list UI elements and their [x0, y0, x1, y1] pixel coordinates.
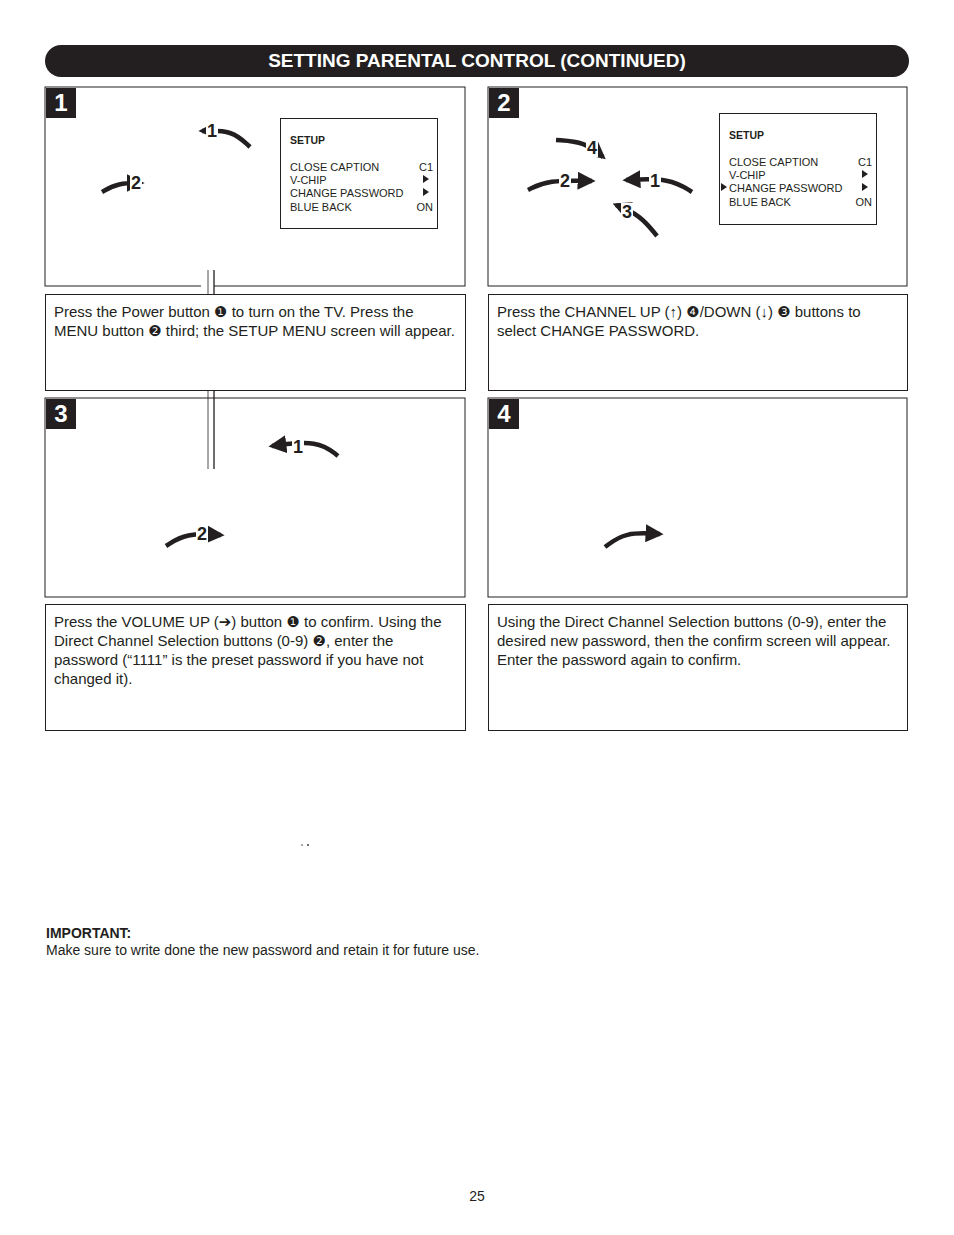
step-number-text: 1: [54, 89, 67, 117]
menu-item: BLUE BACK: [290, 201, 352, 214]
instruction-text: Press the VOLUME UP (➔) button ❶ to conf…: [54, 612, 457, 688]
menu-title: SETUP: [729, 129, 764, 142]
callout-arrow: [166, 534, 221, 546]
remote-control: [301, 844, 308, 846]
instruction-text: Press the CHANNEL UP (↑) ❹/DOWN (↓) ❸ bu…: [497, 302, 899, 340]
step-number: 3: [46, 399, 76, 429]
step-number: 1: [46, 88, 76, 118]
setup-menu-screen: SETUP CLOSE CAPTION C1V-CHIPCHANGE PASSWOR…: [280, 118, 438, 229]
panel-frame: [45, 398, 465, 597]
instruction-box: Using the Direct Channel Selection butto…: [488, 604, 908, 731]
callout-arrow: [605, 533, 660, 547]
menu-item: CLOSE CAPTION: [729, 156, 818, 169]
panel-frame: [488, 398, 907, 597]
callout-number: 2: [130, 174, 142, 192]
callout-number: 1: [649, 172, 661, 190]
callout-arrow: [556, 140, 603, 157]
callout-number: 3: [621, 203, 633, 221]
setup-menu-screen: SETUP CLOSE CAPTION C1V-CHIPCHANGE PASSWOR…: [719, 113, 877, 225]
callout-number: 2: [196, 525, 208, 543]
panel-frame: [488, 87, 907, 286]
page-number: 25: [469, 1188, 485, 1204]
callout-number: 1: [292, 438, 304, 456]
step-number: 4: [489, 399, 519, 429]
panel-frame: [45, 87, 465, 286]
menu-item: CHANGE PASSWORD: [729, 182, 842, 195]
step-number-text: 3: [54, 400, 67, 428]
menu-item: CHANGE PASSWORD: [290, 187, 403, 200]
menu-item: C1: [858, 156, 872, 169]
title-band: SETTING PARENTAL CONTROL (CONTINUED): [45, 45, 909, 77]
note-heading: IMPORTANT:: [46, 925, 131, 941]
callout-number: 2: [559, 172, 571, 190]
note-text: Make sure to write done the new password…: [46, 942, 479, 958]
menu-item: ON: [417, 201, 434, 214]
step-number-text: 4: [497, 400, 510, 428]
instruction-text: Using the Direct Channel Selection butto…: [497, 612, 899, 669]
instruction-box: Press the VOLUME UP (➔) button ❶ to conf…: [45, 604, 466, 731]
menu-item: V-CHIP: [290, 174, 327, 187]
menu-item: BLUE BACK: [729, 196, 791, 209]
step-number-text: 2: [497, 89, 510, 117]
menu-item: V-CHIP: [729, 169, 766, 182]
callout-arrow: [272, 443, 338, 456]
page-title: SETTING PARENTAL CONTROL (CONTINUED): [268, 50, 686, 72]
callout-number: 1: [206, 122, 218, 140]
menu-title: SETUP: [290, 134, 325, 147]
instruction-box: Press the Power button ❶ to turn on the …: [45, 294, 466, 391]
menu-item: ON: [856, 196, 873, 209]
menu-item: C1: [419, 161, 433, 174]
callout-number: 4: [586, 139, 598, 157]
instruction-box: Press the CHANNEL UP (↑) ❹/DOWN (↓) ❸ bu…: [488, 294, 908, 391]
instruction-text: Press the Power button ❶ to turn on the …: [54, 302, 457, 340]
step-number: 2: [489, 88, 519, 118]
menu-item: CLOSE CAPTION: [290, 161, 379, 174]
